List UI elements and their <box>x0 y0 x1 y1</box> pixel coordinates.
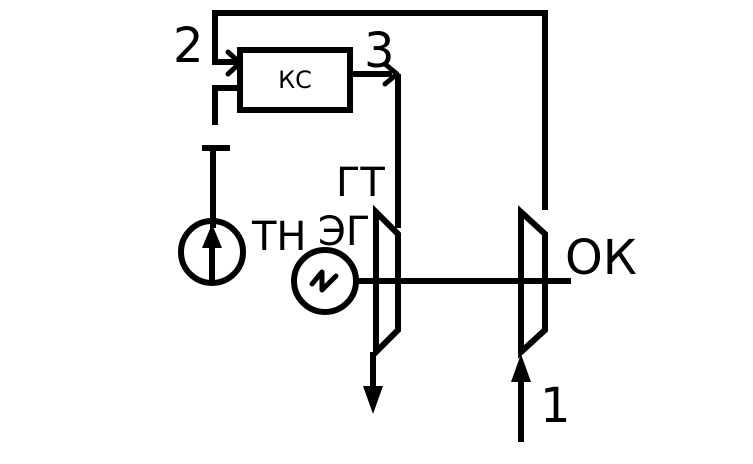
turbine-exhaust-arrow <box>363 386 383 414</box>
compressor-inlet-arrow <box>511 354 531 382</box>
axial-compressor <box>518 205 548 359</box>
fuel-line-upper <box>212 85 238 125</box>
compressor-label: ОК <box>565 230 637 286</box>
point-3-label: 3 <box>364 23 395 79</box>
point-1-label: 1 <box>540 378 571 434</box>
electric-generator-label: ЭГ <box>318 209 370 255</box>
electric-generator <box>291 247 359 315</box>
gas-turbine-label: ГТ <box>336 160 385 206</box>
point-2-label: 2 <box>173 18 204 74</box>
compressor-discharge-line <box>212 10 548 210</box>
fuel-pump-arrow <box>202 224 222 248</box>
fuel-pump-label: ТН <box>251 214 307 260</box>
gas-turbine <box>373 204 401 360</box>
combustion-chamber-box <box>237 47 353 113</box>
generator-symbol <box>309 269 339 293</box>
combustion-chamber-label: КС <box>278 66 312 94</box>
